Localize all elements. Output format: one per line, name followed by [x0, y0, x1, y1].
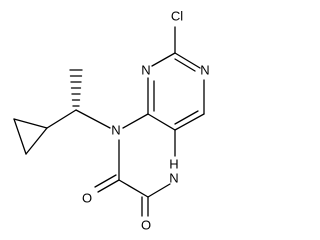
chemical-structure: Cl N N N H N O O: [13, 9, 210, 233]
bond-c6-n5: [147, 183, 171, 198]
bond-cpr-c: [13, 118, 27, 155]
bond-c2-n3: [174, 52, 201, 69]
atom-o2: O: [141, 218, 151, 233]
bond-c7-o1: [97, 179, 120, 193]
atom-n5: N: [169, 171, 178, 186]
atom-cl: Cl: [171, 9, 183, 24]
atom-n1: N: [141, 63, 150, 78]
bond-c4-c4a-double: [174, 110, 199, 125]
bond-c4-c4a: [174, 113, 205, 131]
atom-labels: Cl N N N H N O O: [82, 9, 210, 233]
atom-n3: N: [200, 63, 209, 78]
bond-cpr-a: [13, 118, 48, 129]
atom-n8: N: [111, 123, 120, 138]
pyrimidine-ring: [147, 26, 205, 131]
bond-c2-n3-double: [174, 58, 196, 72]
bond-c7-c6: [118, 179, 149, 198]
bond-c2-n1: [151, 52, 176, 67]
bond-c8a-c4a: [147, 113, 176, 131]
bond-c8a-n8: [122, 113, 149, 129]
bond-n8-ch: [75, 109, 111, 129]
atom-nh-h: H: [169, 157, 178, 172]
bond-c7-o1-double: [94, 174, 117, 188]
bond-cpr-b: [25, 127, 48, 155]
atom-o1: O: [82, 191, 92, 206]
pyrazinedione-ring: [94, 113, 176, 217]
cyclopropylethyl-substituent: [13, 69, 111, 155]
bond-ch-cpr: [46, 109, 77, 129]
stereo-hash-bond: [69, 69, 83, 107]
